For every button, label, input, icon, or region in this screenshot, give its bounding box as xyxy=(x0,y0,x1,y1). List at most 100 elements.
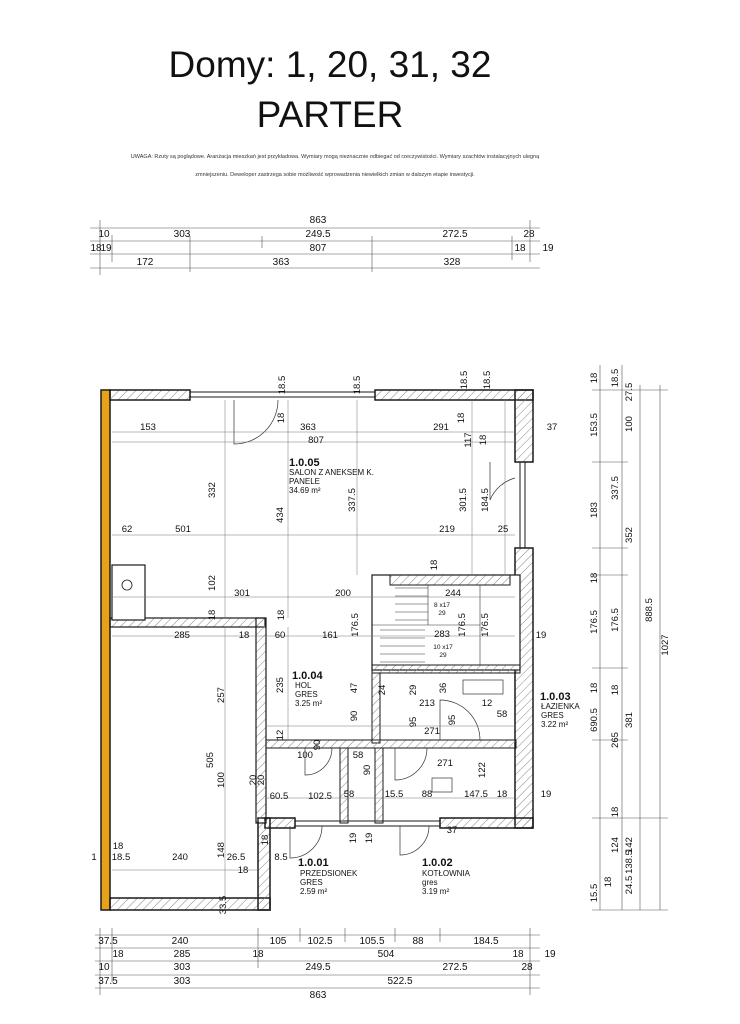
dim: 18 xyxy=(276,610,287,621)
room-label-kotlownia: 1.0.02 KOTŁOWNIA gres 3.19 m² xyxy=(422,857,471,896)
dim: 272.5 xyxy=(442,962,467,973)
room-area: 2.59 m² xyxy=(300,887,327,896)
dim: 37.5 xyxy=(98,976,118,987)
dim: 88 xyxy=(422,789,433,800)
dim: 285 xyxy=(174,949,191,960)
dim: 176.5 xyxy=(350,613,361,637)
dim: 888.5 xyxy=(644,598,655,622)
dim: 15.5 xyxy=(589,884,600,903)
dim: 105.5 xyxy=(359,936,384,947)
dim: 122 xyxy=(477,762,488,778)
dim: 1027 xyxy=(660,634,671,655)
dim: 47 xyxy=(349,683,360,694)
dim: 33.5 xyxy=(218,896,229,915)
dim: 240 xyxy=(172,936,189,947)
dim: 244 xyxy=(445,588,461,599)
disclaimer-line-1: UWAGA: Rzuty są poglądowe. Aranżacja mie… xyxy=(130,154,540,160)
dim: 18.5 xyxy=(482,371,493,390)
dim: 301.5 xyxy=(458,488,469,512)
dim: 285 xyxy=(174,630,190,641)
dim-top: 249.5 xyxy=(305,229,330,240)
dim: 183 xyxy=(589,502,600,518)
dim: 58 xyxy=(353,750,364,761)
room-floor: PANELE xyxy=(289,477,320,486)
dim: 26.5 xyxy=(227,852,246,863)
dim: 142 xyxy=(624,837,635,853)
dim: 501 xyxy=(175,524,191,535)
dim: 18 xyxy=(260,835,271,846)
dim: 18 xyxy=(239,630,250,641)
dim: 37 xyxy=(547,422,558,433)
floor-title: PARTER xyxy=(256,94,404,135)
dim: 303 xyxy=(174,962,191,973)
dim-top: 807 xyxy=(310,243,327,254)
dim: 200 xyxy=(335,588,351,599)
dim: 12 xyxy=(275,730,286,741)
dim: 19 xyxy=(364,833,375,844)
room-name: PRZEDSIONEK xyxy=(300,869,358,878)
dim: 100 xyxy=(624,416,635,432)
dim: 18 xyxy=(456,413,467,424)
dim-top: 363 xyxy=(273,257,290,268)
dim: 58 xyxy=(497,709,508,720)
dim: 257 xyxy=(216,687,227,703)
dim: 37.5 xyxy=(98,936,118,947)
dim: 332 xyxy=(207,482,218,498)
room-label-przedsionek: 1.0.01 PRZEDSIONEK GRES 2.59 m² xyxy=(298,857,358,896)
dim: 18.5 xyxy=(459,371,470,390)
dim: 18 xyxy=(238,865,249,876)
dim-bottom-total: 863 xyxy=(310,990,327,1001)
room-id: 1.0.02 xyxy=(422,857,453,869)
dim: 148 xyxy=(216,842,227,858)
dim: 1 xyxy=(91,852,96,863)
dim: 18 xyxy=(610,807,621,818)
dim: 62 xyxy=(122,524,133,535)
room-id: 1.0.01 xyxy=(298,857,329,869)
room-name: HOL xyxy=(295,681,312,690)
dim: 18 xyxy=(497,789,508,800)
dim: 20 xyxy=(256,775,267,786)
dim: 176.5 xyxy=(589,610,600,634)
dim: 105 xyxy=(270,936,287,947)
dim: 24 xyxy=(377,685,388,696)
dim: 19 xyxy=(544,949,556,960)
insulation-strip xyxy=(100,389,111,911)
dim: 18 xyxy=(589,373,600,384)
dim: 138.5 xyxy=(624,850,635,874)
room-name: SALON Z ANEKSEM K. xyxy=(289,468,374,477)
disclaimer-line-2: zmniejszeniu. Deweloper zastrzega sobie … xyxy=(195,172,475,178)
dim: 18 xyxy=(113,841,124,852)
dim: 90 xyxy=(349,711,360,722)
dim: 337.5 xyxy=(610,476,621,500)
dim: 18 xyxy=(429,560,440,571)
dim: 24.5 xyxy=(624,876,635,895)
room-floor: GRES xyxy=(541,711,564,720)
dim: 18 xyxy=(276,413,287,424)
room-label-hol: 1.0.04 HOL GRES 3.25 m² xyxy=(292,670,323,708)
dim: 363 xyxy=(300,422,316,433)
dim: 18.5 xyxy=(112,852,131,863)
dim: 147.5 xyxy=(464,789,488,800)
stair-label: 29 xyxy=(439,652,447,659)
room-area: 34.69 m² xyxy=(289,486,321,495)
dim: 176.5 xyxy=(480,613,491,637)
room-floor: gres xyxy=(422,878,438,887)
dim-top: 28 xyxy=(523,229,535,240)
dim: 100 xyxy=(216,772,227,788)
dim: 219 xyxy=(439,524,455,535)
dim: 37 xyxy=(447,825,458,836)
dim: 213 xyxy=(419,698,435,709)
dim: 337.5 xyxy=(347,488,358,512)
interior-dim-lines xyxy=(112,400,515,898)
dim: 271 xyxy=(424,726,440,737)
dim: 10 xyxy=(98,962,110,973)
dim: 100 xyxy=(297,750,313,761)
room-name: ŁAZIENKA xyxy=(541,702,580,711)
dim-top: 303 xyxy=(174,229,191,240)
dim: 117 xyxy=(463,432,474,447)
interior-dim-labels: 153 363 807 291 37 117 18 18 18.5 18.5 1… xyxy=(91,371,557,915)
room-label-lazienka: 1.0.03 ŁAZIENKA GRES 3.22 m² xyxy=(540,691,580,729)
dim: 18 xyxy=(610,685,621,696)
dim: 27.5 xyxy=(624,383,635,402)
